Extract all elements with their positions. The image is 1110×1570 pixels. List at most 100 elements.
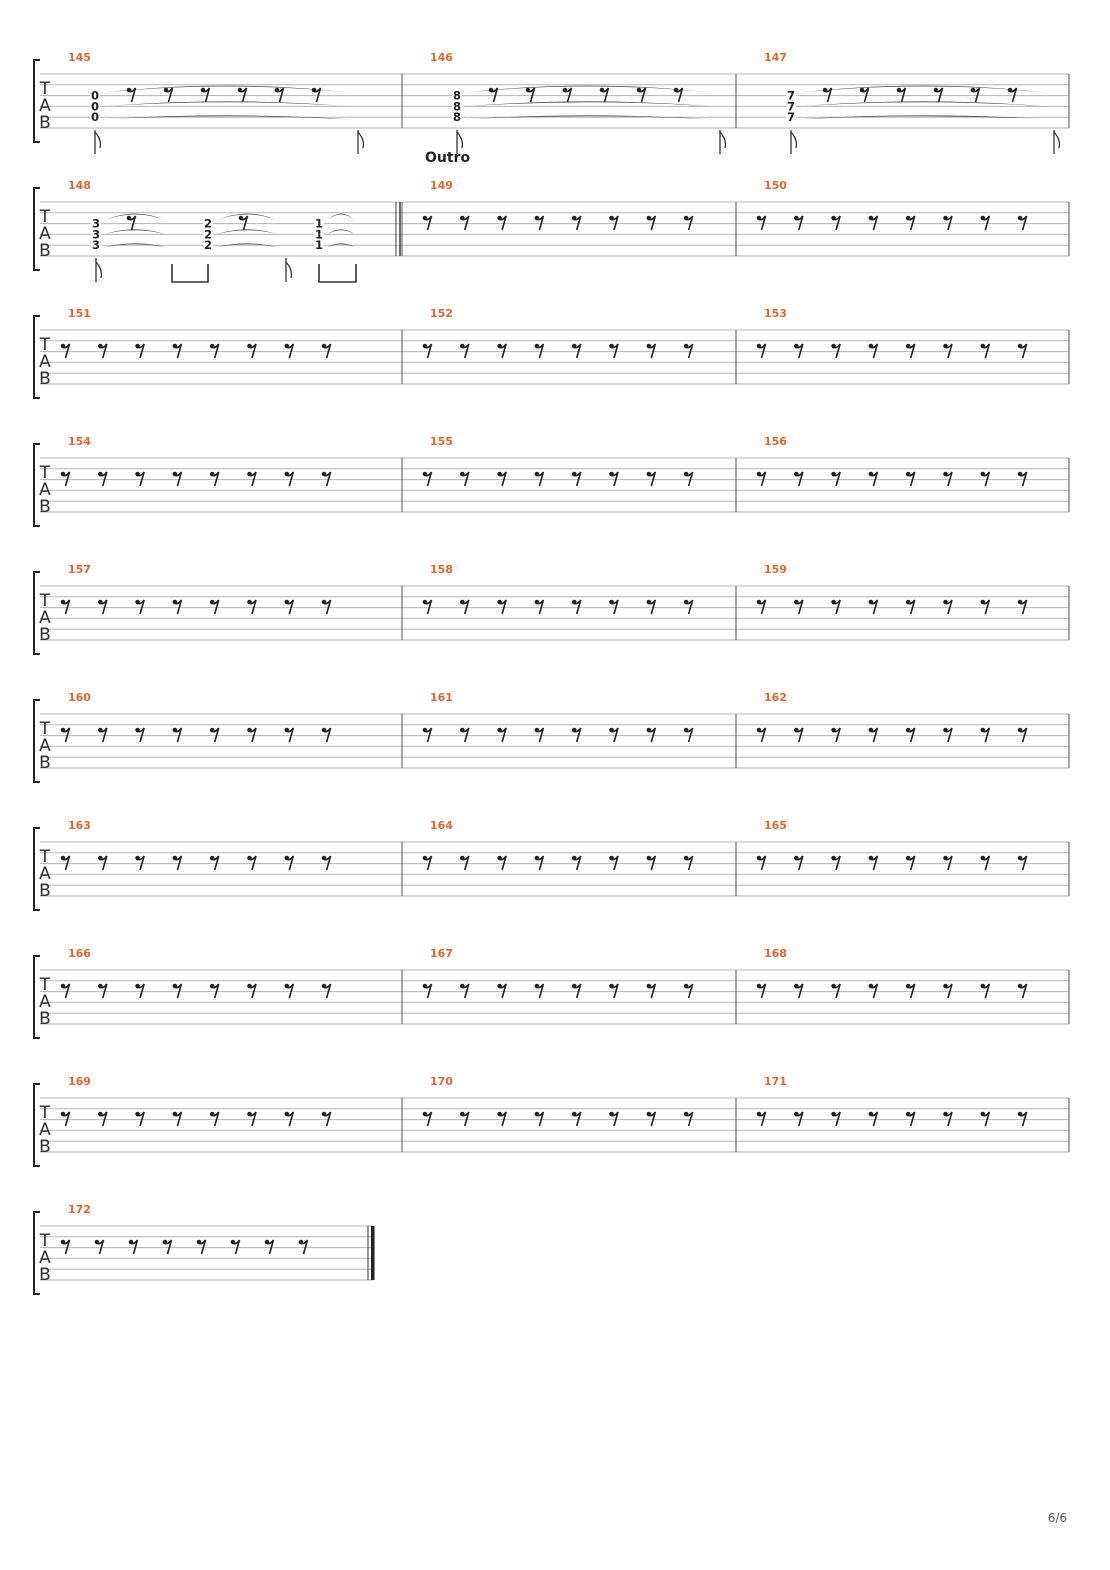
eighth-rest-icon	[534, 599, 545, 615]
eighth-rest-icon	[571, 471, 582, 487]
measure-number: 172	[68, 1203, 91, 1216]
system-bracket	[33, 315, 40, 399]
eighth-rest-icon	[980, 343, 991, 359]
eighth-rest-icon	[98, 855, 108, 871]
eighth-rest-icon	[60, 471, 71, 487]
eighth-rest-icon	[905, 855, 916, 871]
eighth-rest-icon	[636, 87, 647, 103]
tab-clef-letter: B	[39, 1265, 51, 1285]
measure: 160	[60, 691, 332, 743]
eighth-rest-icon	[94, 1239, 105, 1255]
tab-clef-letter: A	[39, 608, 51, 628]
fret-number: 7	[787, 99, 795, 113]
eighth-rest-icon	[683, 727, 694, 743]
eighth-rest-icon	[422, 1111, 433, 1127]
eighth-rest-icon	[896, 87, 907, 103]
eighth-rest-icon	[247, 1111, 257, 1127]
eighth-rest-icon	[571, 215, 582, 231]
eighth-rest-icon	[60, 1239, 71, 1255]
eighth-rest-icon	[247, 983, 257, 999]
measure-number: 162	[764, 691, 787, 704]
tab-clef-letter: A	[39, 864, 51, 884]
eighth-rest-icon	[571, 855, 582, 871]
eighth-rest-icon	[497, 215, 507, 231]
eighth-rest-icon	[525, 87, 536, 103]
tab-clef-letter: A	[39, 224, 51, 244]
eighth-rest-icon	[247, 855, 257, 871]
measure: 161	[401, 691, 694, 768]
measure-number: 164	[430, 819, 453, 832]
eighth-rest-icon	[230, 1239, 241, 1255]
eighth-rest-icon	[247, 343, 257, 359]
eighth-rest-icon	[756, 1111, 767, 1127]
eighth-rest-icon	[497, 983, 507, 999]
measure-number: 156	[764, 435, 787, 448]
eighth-rest-icon	[321, 343, 332, 359]
eighth-rest-icon	[905, 215, 916, 231]
eighth-rest-icon	[1017, 471, 1028, 487]
measure: 169	[60, 1075, 332, 1127]
tab-clef-letter: T	[39, 975, 51, 995]
eighth-rest-icon	[609, 215, 619, 231]
eighth-rest-icon	[135, 343, 145, 359]
eighth-rest-icon	[831, 471, 841, 487]
eighth-rest-icon	[905, 599, 916, 615]
tie	[104, 243, 166, 248]
measure: 167	[401, 947, 694, 1024]
tie	[327, 213, 355, 221]
eighth-rest-icon	[98, 727, 108, 743]
measure-number: 148	[68, 179, 91, 192]
eighth-rest-icon	[60, 1111, 71, 1127]
eighth-rest-icon	[284, 983, 295, 999]
eighth-rest-icon	[683, 599, 694, 615]
eighth-rest-icon	[422, 471, 433, 487]
eighth-rest-icon	[98, 599, 108, 615]
eighth-rest-icon	[1017, 215, 1028, 231]
eighth-rest-icon	[571, 599, 582, 615]
measure-number: 167	[430, 947, 453, 960]
eighth-rest-icon	[933, 87, 944, 103]
eighth-rest-icon	[172, 343, 183, 359]
eighth-rest-icon	[868, 471, 879, 487]
eighth-rest-icon	[98, 343, 108, 359]
eighth-rest-icon	[609, 1111, 619, 1127]
note-stem	[719, 130, 727, 154]
eighth-rest-icon	[172, 727, 183, 743]
eighth-rest-icon	[609, 727, 619, 743]
fret-number: 1	[315, 227, 323, 241]
measure-number: 150	[764, 179, 787, 192]
eighth-rest-icon	[534, 727, 545, 743]
eighth-rest-icon	[831, 343, 841, 359]
eighth-rest-icon	[534, 1111, 545, 1127]
eighth-rest-icon	[534, 215, 545, 231]
eighth-rest-icon	[284, 727, 295, 743]
tab-clef-letter: B	[39, 881, 51, 901]
eighth-rest-icon	[673, 87, 684, 103]
eighth-rest-icon	[135, 599, 145, 615]
eighth-rest-icon	[756, 215, 767, 231]
tie	[104, 213, 166, 221]
tab-clef-letter: B	[39, 1009, 51, 1029]
fret-number: 8	[453, 89, 461, 103]
eighth-rest-icon	[1017, 599, 1028, 615]
eighth-rest-icon	[571, 1111, 582, 1127]
eighth-rest-icon	[646, 727, 657, 743]
eighth-rest-icon	[172, 983, 183, 999]
eighth-rest-icon	[238, 215, 249, 231]
measure: 149	[401, 179, 694, 256]
tab-clef-letter: A	[39, 992, 51, 1012]
eighth-rest-icon	[609, 855, 619, 871]
eighth-rest-icon	[609, 599, 619, 615]
eighth-rest-icon	[980, 599, 991, 615]
eighth-rest-icon	[794, 599, 804, 615]
eighth-rest-icon	[321, 983, 332, 999]
note-stem	[95, 258, 103, 282]
eighth-rest-icon	[497, 727, 507, 743]
tab-clef-letter: A	[39, 96, 51, 116]
measure-number: 161	[430, 691, 453, 704]
eighth-rest-icon	[831, 855, 841, 871]
